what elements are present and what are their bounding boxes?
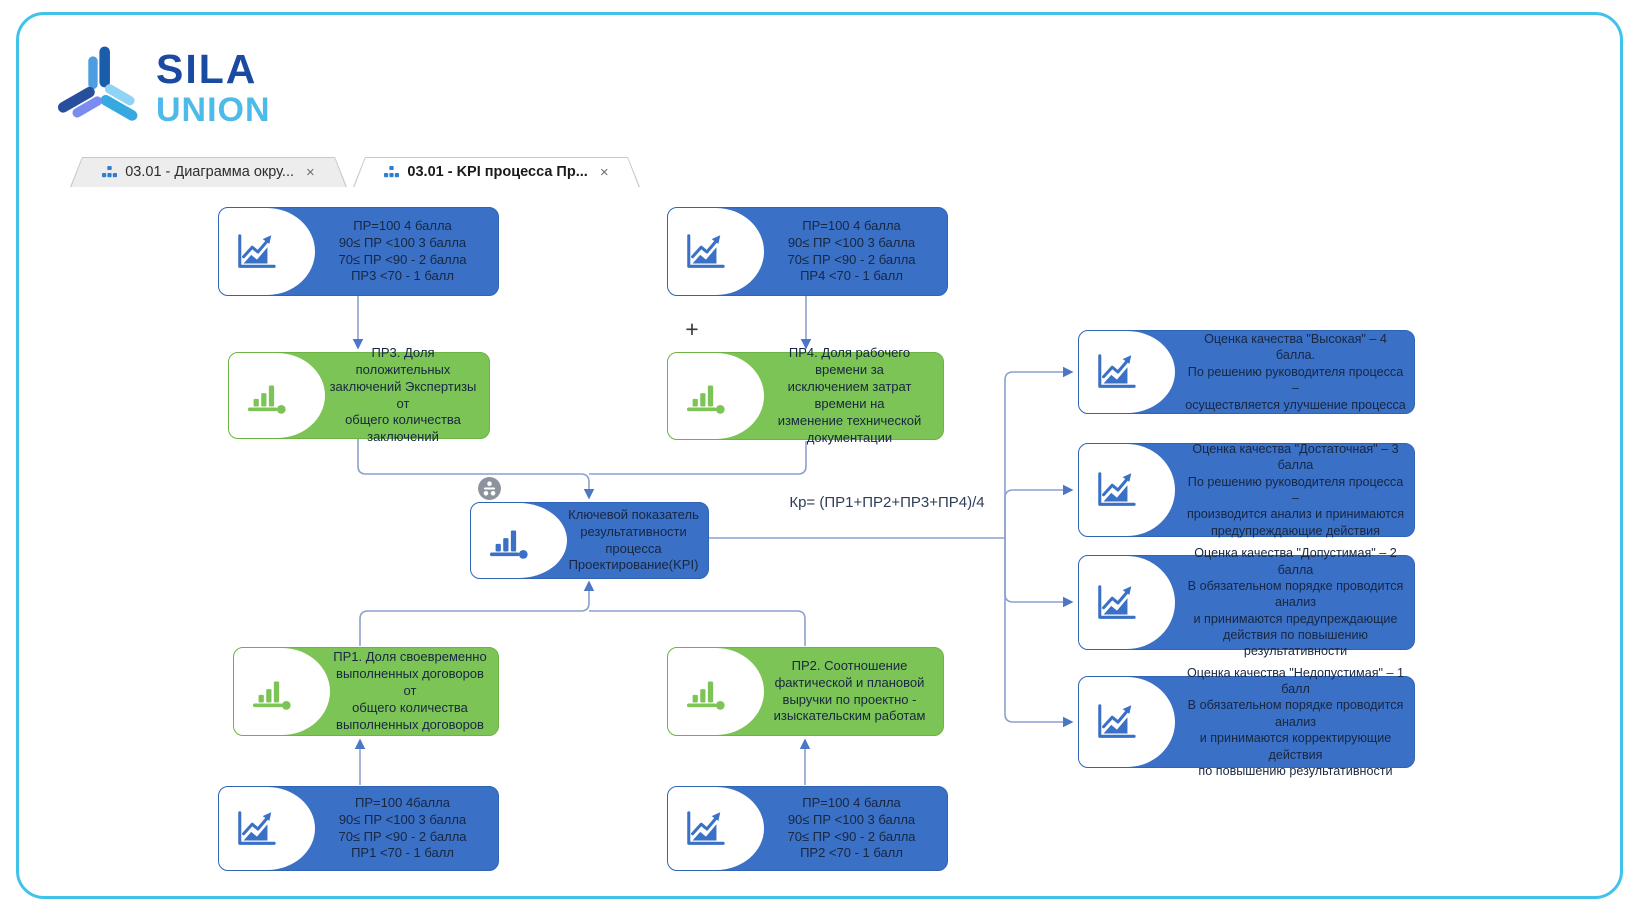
node-icon-pill — [471, 503, 567, 578]
node-icon-pill — [234, 648, 330, 735]
node-text: ПР2. Соотношение фактической и плановой … — [773, 657, 926, 724]
node-icon-pill — [229, 353, 325, 438]
node-outcome-high[interactable]: Оценка качества "Высокая" – 4 балла. По … — [1078, 330, 1415, 414]
node-text: Ключевой показатель результативности про… — [568, 506, 699, 573]
diagram-tab-bar: 03.01 - Диаграмма окру... × 03.01 - KPI … — [0, 157, 1639, 342]
node-text: Оценка качества "Недопустимая" – 1 балл … — [1187, 665, 1404, 778]
node-icon-pill — [668, 648, 764, 735]
node-kpi-pr1[interactable]: ПР1. Доля своевременно выполненных догов… — [233, 647, 499, 736]
node-kpi-pr3[interactable]: ПР3. Доля положительных заключений Экспе… — [228, 344, 490, 445]
line-chart-icon — [233, 808, 279, 850]
node-kpi-pr4[interactable]: ПР4. Доля рабочего времени за исключение… — [667, 345, 944, 445]
node-text: ПР=100 4 балла 90≤ ПР <100 3 балла 70≤ П… — [787, 794, 916, 861]
node-text: ПР=100 4балла 90≤ ПР <100 3 балла 70≤ ПР… — [338, 794, 467, 861]
node-text: ПР3. Доля положительных заключений Экспе… — [329, 344, 477, 445]
node-icon-pill — [219, 208, 315, 295]
node-outcome-inadmissible[interactable]: Оценка качества "Недопустимая" – 1 балл … — [1078, 665, 1415, 778]
line-chart-icon — [233, 231, 279, 273]
bar-chart-icon — [243, 375, 289, 417]
decomposition-badge-icon[interactable] — [477, 476, 502, 501]
tab-background — [353, 158, 640, 187]
node-icon-pill — [219, 787, 315, 870]
node-text: ПР4. Доля рабочего времени за исключение… — [777, 345, 922, 445]
node-score-pr1[interactable]: ПР=100 4балла 90≤ ПР <100 3 балла 70≤ ПР… — [218, 786, 499, 871]
diagram-tree-icon — [102, 166, 117, 178]
line-chart-icon — [1093, 582, 1139, 624]
brand-logo: SILA UNION — [52, 40, 271, 136]
brand-name-top: SILA — [156, 46, 258, 92]
new-tab-button[interactable]: + — [685, 315, 699, 342]
line-chart-icon — [682, 231, 728, 273]
line-chart-icon — [1093, 701, 1139, 743]
node-icon-pill — [1079, 677, 1175, 767]
close-icon[interactable]: × — [599, 163, 609, 181]
node-icon-pill — [1079, 444, 1175, 536]
bar-chart-icon — [248, 671, 294, 713]
node-score-pr3[interactable]: ПР=100 4 балла 90≤ ПР <100 3 балла 70≤ П… — [218, 207, 499, 296]
kpi-formula-text: Кр= (ПР1+ПР2+ПР3+ПР4)/4 — [789, 494, 985, 511]
node-outcome-sufficient[interactable]: Оценка качества "Достаточная" – 3 балла … — [1078, 441, 1415, 538]
node-score-pr4[interactable]: ПР=100 4 балла 90≤ ПР <100 3 балла 70≤ П… — [667, 207, 948, 296]
bar-chart-icon — [682, 671, 728, 713]
node-icon-pill — [1079, 556, 1175, 649]
sila-union-logo-icon — [57, 46, 138, 121]
node-icon-pill — [668, 353, 764, 439]
bar-chart-icon — [682, 375, 728, 417]
node-text: Оценка качества "Достаточная" – 3 балла … — [1186, 441, 1405, 538]
line-chart-icon — [1093, 469, 1139, 511]
tab-label: 03.01 - KPI процесса Пр... — [407, 164, 588, 180]
line-chart-icon — [682, 808, 728, 850]
node-outcome-admissible[interactable]: Оценка качества "Допустимая" – 2 балла В… — [1078, 546, 1415, 659]
close-icon[interactable]: × — [306, 163, 315, 181]
tab-diagram-okru[interactable]: 03.01 - Диаграмма окру... × — [70, 157, 347, 187]
node-score-pr2[interactable]: ПР=100 4 балла 90≤ ПР <100 3 балла 70≤ П… — [667, 786, 948, 871]
node-text: ПР=100 4 балла 90≤ ПР <100 3 балла 70≤ П… — [338, 217, 467, 284]
node-text: ПР=100 4 балла 90≤ ПР <100 3 балла 70≤ П… — [787, 217, 916, 284]
tab-label: 03.01 - Диаграмма окру... — [125, 164, 295, 180]
node-text: Оценка качества "Допустимая" – 2 балла В… — [1187, 546, 1404, 659]
tab-kpi-processa[interactable]: 03.01 - KPI процесса Пр... × — [353, 157, 640, 187]
bar-chart-icon — [485, 520, 531, 562]
node-text: Оценка качества "Высокая" – 4 балла. По … — [1185, 332, 1406, 412]
diagram-tree-icon — [384, 166, 399, 178]
node-text: ПР1. Доля своевременно выполненных догов… — [333, 649, 487, 732]
brand-name-bottom: UNION — [156, 91, 271, 129]
node-icon-pill — [668, 787, 764, 870]
node-kpi-central[interactable]: Ключевой показатель результативности про… — [470, 502, 709, 579]
line-chart-icon — [1093, 351, 1139, 393]
node-icon-pill — [1079, 331, 1175, 413]
node-kpi-pr2[interactable]: ПР2. Соотношение фактической и плановой … — [667, 647, 944, 736]
tab-background — [70, 158, 347, 187]
node-icon-pill — [668, 208, 764, 295]
